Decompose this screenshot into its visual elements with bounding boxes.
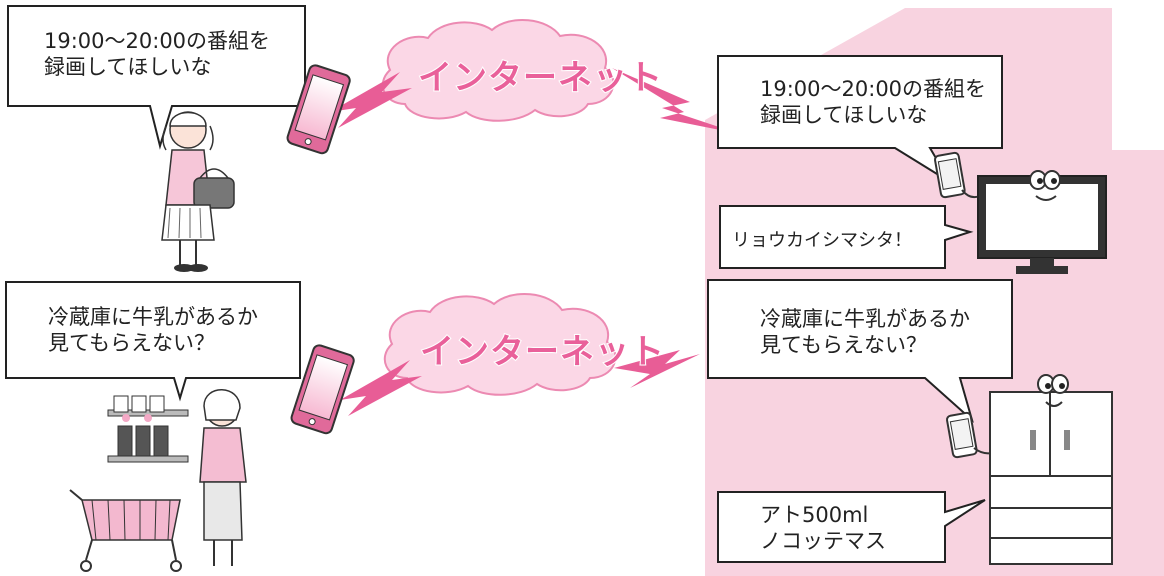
device-reply-text-2: アト500ml ノコッテマス [760,503,886,553]
device-reply-bubble-1 [719,205,974,269]
phone-icon-tv [933,151,966,199]
user-speech-bubble-2 [5,281,301,402]
relayed-speech-text-2: 冷蔵庫に牛乳があるか 見てもらえない？ [760,307,970,357]
internet-label-1: インターネット [417,57,663,99]
woman-shopping-icon [69,389,247,572]
lightning-bolt-2a [340,360,422,416]
fridge-icon [973,374,1113,565]
lightning-bolt-1b [612,68,740,134]
girl-with-phone-icon [161,111,235,272]
relayed-speech-text-1: 19:00～20:00の番組を 録画してほしいな [760,77,987,127]
device-reply-bubble-2 [717,491,986,563]
device-reply-text-1: リョウカイシマシタ！ [732,230,912,251]
phone-icon-fridge [945,411,978,459]
phone-icon-1 [286,64,351,155]
internet-cloud-2 [383,293,617,396]
internet-label-2: インターネット [419,331,665,373]
phone-icon-2 [290,344,355,435]
lightning-bolt-1a [330,72,412,128]
user-speech-text-2: 冷蔵庫に牛乳があるか 見てもらえない？ [48,305,258,355]
tv-icon [961,170,1107,274]
relayed-speech-bubble-2 [707,279,1013,424]
user-speech-text-1: 19:00～20:00の番組を 録画してほしいな [44,29,271,79]
lightning-bolt-2b [614,350,700,388]
internet-cloud-1 [381,19,615,122]
